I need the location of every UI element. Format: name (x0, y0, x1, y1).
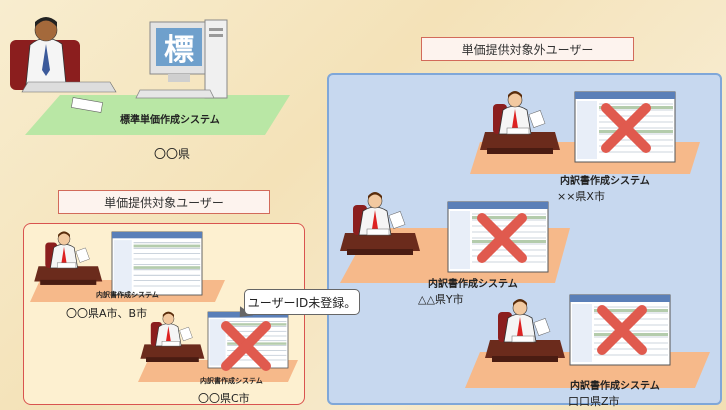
standard-price-system-label: 標準単価作成システム (120, 115, 220, 126)
site-ab-system-label: 内訳書作成システム (96, 291, 159, 299)
site-y-city: △△県Y市 (418, 293, 464, 306)
non-target-users-title: 単価提供対象外ユーザー (421, 37, 634, 61)
site-x-system-label: 内訳書作成システム (560, 176, 650, 187)
prefecture-computer (135, 19, 228, 99)
site-y-illustration (339, 191, 570, 283)
prefecture-worker (10, 17, 117, 113)
site-x-illustration (470, 90, 700, 174)
site-c-city: 〇〇県C市 (198, 392, 250, 405)
site-ab-illustration (30, 230, 225, 302)
site-c-system-label: 内訳書作成システム (200, 377, 263, 385)
prefecture-name: 〇〇県 (154, 147, 191, 161)
target-users-title: 単価提供対象ユーザー (58, 190, 270, 214)
site-z-city: 口口県Z市 (568, 395, 620, 408)
prefecture-illustration (10, 17, 290, 135)
site-c-illustration (138, 311, 298, 382)
site-z-system-label: 内訳書作成システム (570, 381, 660, 392)
site-y-system-label: 内訳書作成システム (428, 279, 518, 290)
user-id-unregistered-callout: ユーザーID未登録。 (244, 289, 360, 315)
site-ab-city: 〇〇県A市、B市 (66, 307, 148, 320)
site-x-city: ××県X市 (557, 190, 605, 203)
monitor-character: 標 (164, 33, 194, 68)
site-z-illustration (465, 294, 710, 388)
